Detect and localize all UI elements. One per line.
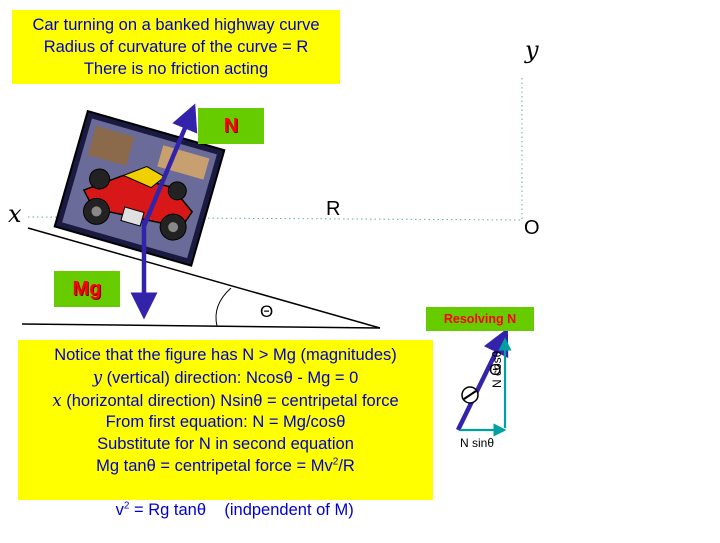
notes-line-6-sup: 2 (332, 456, 339, 468)
notes-box: Notice that the figure has N > Mg (magni… (18, 340, 433, 519)
radius-label: R (326, 198, 341, 220)
car-small-icon (461, 386, 479, 404)
x-axis-label: x (8, 200, 22, 228)
notes-line-3-text: (horizontal direction) Nsinθ = centripet… (61, 391, 399, 410)
description-line-1: Car turning on a banked highway curve (32, 16, 320, 34)
n-cos-label: N cosθ (490, 350, 504, 388)
angle-label: Θ (260, 302, 274, 321)
origin-label: O (524, 217, 540, 239)
notes-line-5: Substitute for N in second equation (97, 435, 354, 454)
notes-line-1: Notice that the figure has N > Mg (magni… (54, 346, 397, 364)
resolved-n-arrow (455, 327, 509, 431)
incline-base (21, 323, 381, 329)
small-angle-label: Θ (489, 362, 502, 379)
resolving-n-label: Resolving N (426, 307, 534, 331)
incline-slope (27, 227, 381, 329)
weight-label: Mg (54, 271, 120, 307)
notes-line-6: Mg tanθ = centripetal force = Mv2/R (18, 456, 433, 478)
notes-line-4: From first equation: N = Mg/cosθ (105, 413, 346, 432)
n-sin-label: N sinθ (460, 436, 495, 450)
notes-line-3: x (horizontal direction) Nsinθ = centrip… (18, 390, 433, 413)
notes-line-2-text: (vertical) direction: Ncosθ - Mg = 0 (102, 368, 359, 387)
normal-force-arrow (141, 103, 198, 227)
race-car-picture (53, 109, 226, 267)
notes-line-7-sup: 2 (123, 500, 130, 512)
description-line-2: Radius of curvature of the curve = R (43, 38, 309, 56)
x-symbol: x (52, 390, 62, 410)
normal-force-label: N (198, 108, 264, 144)
notes-line-7-b: = Rg tanθ (indpendent of M) (129, 500, 354, 519)
y-symbol: y (92, 367, 103, 387)
notes-line-7: v2 = Rg tanθ (indpendent of M) (18, 478, 433, 543)
y-axis-label: y (525, 36, 539, 64)
description-box: Car turning on a banked highway curve Ra… (12, 10, 340, 84)
notes-line-7-a: v (115, 500, 124, 519)
notes-line-2: y (vertical) direction: Ncosθ - Mg = 0 (18, 367, 433, 390)
notes-line-6-b: /R (338, 456, 355, 475)
description-line-3: There is no friction acting (83, 60, 269, 78)
notes-line-6-a: Mg tanθ = centripetal force = Mv (96, 456, 333, 475)
angle-arc (215, 287, 232, 327)
